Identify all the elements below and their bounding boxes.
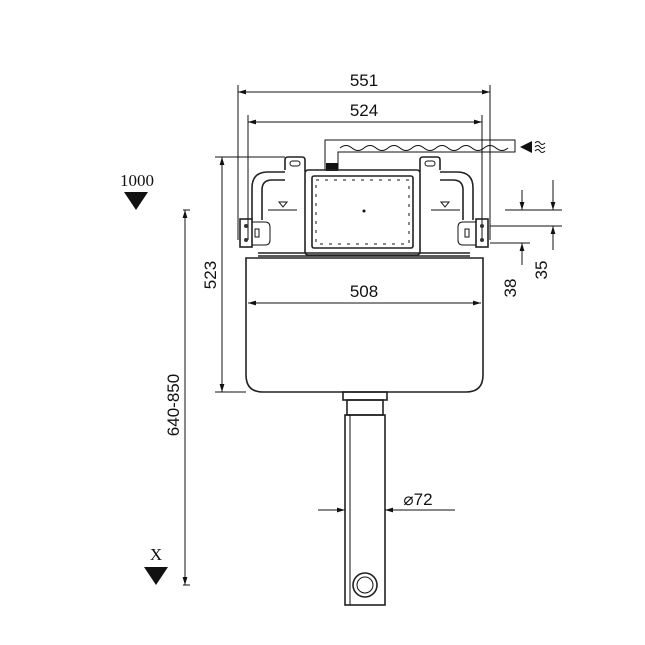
- outlet-diameter-label: ⌀72: [403, 490, 432, 509]
- inlet-arrow-icon: [520, 141, 532, 153]
- level-triangle-icon: [124, 192, 148, 210]
- level-1000-marker: 1000: [120, 171, 154, 210]
- dimension-bracket-offsets: 38 35: [490, 180, 562, 297]
- level-x-label: X: [150, 545, 162, 564]
- overall-width-label: 551: [350, 71, 378, 90]
- dimension-outlet-diameter: ⌀72: [318, 490, 455, 513]
- offset-35-label: 35: [532, 261, 551, 280]
- level-triangle-icon: [144, 567, 168, 585]
- dimension-frame-width: 524: [247, 101, 483, 240]
- water-inlet-pipe: [324, 139, 546, 171]
- offset-38-label: 38: [501, 279, 520, 298]
- dimension-overall-width: 551: [237, 71, 491, 240]
- level-1000-label: 1000: [120, 171, 154, 190]
- frame-width-label: 524: [350, 101, 378, 120]
- flush-outlet-pipe: [342, 391, 388, 606]
- level-x-marker: X: [144, 545, 168, 585]
- cistern-frame: [239, 156, 489, 257]
- dimension-install-height: 640-850: [164, 209, 190, 586]
- cistern-tank: 508: [245, 257, 484, 393]
- install-height-label: 640-850: [164, 374, 183, 436]
- tank-height-label: 523: [201, 261, 220, 289]
- tank-width-label: 508: [350, 282, 378, 301]
- dimension-tank-height: 523: [201, 156, 285, 393]
